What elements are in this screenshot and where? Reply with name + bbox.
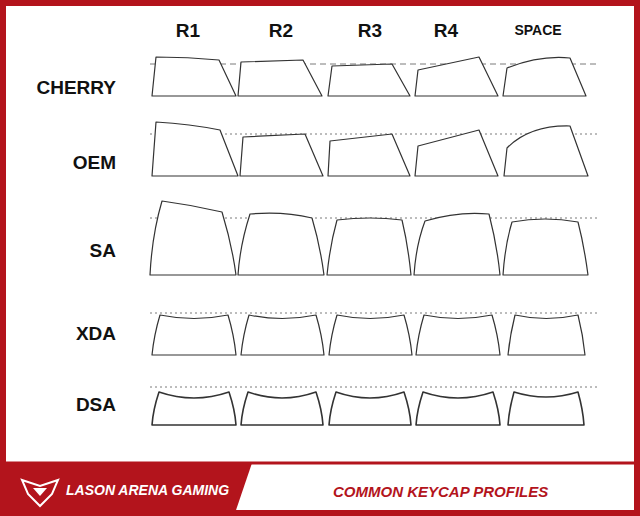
keycap-shape — [503, 219, 588, 275]
keycap-shape — [328, 64, 410, 96]
keycap-shape — [416, 315, 500, 355]
dotted-line — [150, 387, 598, 388]
keycap-shape — [508, 315, 585, 355]
keycap-shape — [238, 213, 324, 275]
row-label: CHERRY — [36, 78, 116, 97]
keycaps — [150, 57, 588, 425]
dotted-line — [150, 313, 598, 314]
row-label: SA — [90, 241, 116, 260]
keycap-shape — [504, 126, 588, 176]
column-header: R3 — [358, 21, 382, 40]
column-header: SPACE — [514, 23, 561, 37]
keycap-shape — [240, 134, 323, 176]
keycap-shape — [327, 218, 411, 275]
keycap-shape — [329, 392, 411, 425]
keycap-shape — [152, 392, 236, 425]
keycap-shape — [414, 213, 500, 275]
keycap-shape — [415, 57, 498, 96]
column-header: R2 — [269, 21, 293, 40]
keycap-shape — [241, 392, 323, 425]
logo-mark — [33, 488, 47, 496]
row-label: OEM — [73, 153, 116, 172]
brand-name: LASON ARENA GAMING — [66, 483, 229, 497]
keycap-shape — [152, 57, 236, 96]
keycap-shape — [503, 57, 586, 96]
keycap-shape — [415, 130, 498, 176]
caption-title: COMMON KEYCAP PROFILES — [333, 484, 548, 499]
column-header: R4 — [434, 21, 458, 40]
row-label: DSA — [76, 395, 116, 414]
frame-border — [3, 3, 637, 513]
keycap-shape — [241, 315, 324, 355]
row-label: XDA — [76, 324, 116, 343]
reference-lines — [150, 64, 598, 387]
keycap-shape — [238, 60, 322, 96]
keycap-shape — [328, 134, 410, 176]
keycap-shape — [152, 122, 238, 176]
keycap-shape — [329, 315, 412, 355]
keycap-shape — [416, 392, 500, 425]
logo-mark — [22, 480, 58, 506]
keycap-shape — [150, 201, 236, 275]
column-header: R1 — [176, 21, 200, 40]
keycap-shape — [152, 315, 236, 355]
footer-panel — [0, 463, 252, 516]
keycap-shape — [508, 392, 584, 425]
logo — [22, 480, 58, 506]
